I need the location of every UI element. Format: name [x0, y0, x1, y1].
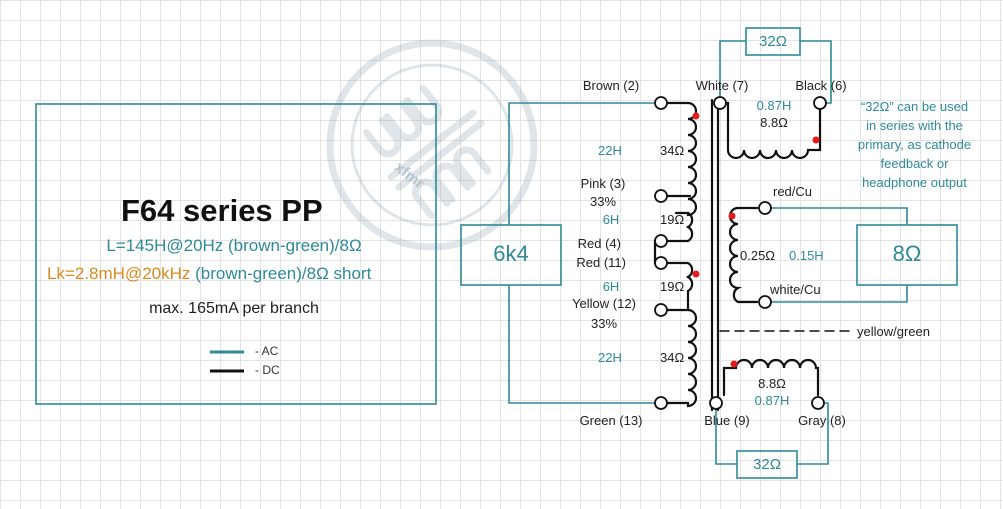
wire-whitecu-8ohm — [765, 285, 908, 303]
pin-red4 — [654, 234, 668, 248]
wire-redcu-8ohm — [765, 207, 908, 225]
pin-gray — [811, 396, 825, 410]
pin-label-red4: Red (4) — [577, 236, 621, 251]
pin-label-yellow-green: yellow/green — [857, 324, 930, 339]
winding-tap1-percent: 33% — [589, 194, 617, 209]
winding-tap1-inductance: 6H — [602, 212, 620, 227]
winding-tap2-inductance: 6H — [602, 279, 620, 294]
spec-inductance: L=145H@20Hz (brown-green)/8Ω — [106, 236, 362, 255]
spec-leakage-condition: (brown-green)/8Ω short — [190, 264, 372, 283]
winding-top-resistance: 8.8Ω — [760, 115, 788, 130]
info-box — [35, 103, 437, 405]
winding-sec-resistance: 0.25Ω — [740, 248, 776, 263]
winding-bot-resistance: 8.8Ω — [758, 376, 786, 391]
polarity-dot-top — [812, 136, 820, 144]
pin-blue — [709, 396, 723, 410]
tap1-winding — [665, 211, 694, 243]
load-6k4-box — [460, 224, 562, 286]
tap2-winding — [665, 261, 694, 312]
load-6k4-label: 6k4 — [493, 241, 529, 266]
pin-label-gray: Gray (8) — [798, 413, 846, 428]
polarity-dot-primary — [692, 112, 700, 120]
winding-sec-inductance: 0.15H — [789, 248, 824, 263]
winding-p2-inductance: 22H — [598, 350, 622, 365]
load-8ohm-label: 8Ω — [892, 241, 922, 266]
pin-label-whitecu: white/Cu — [770, 282, 821, 297]
legend-ac-label: - AC — [255, 344, 279, 358]
pin-redcu — [758, 201, 772, 215]
wire-black-32top — [800, 40, 832, 104]
pin-label-brown: Brown (2) — [582, 78, 640, 93]
winding-p2-resistance: 34Ω — [660, 350, 685, 365]
pin-label-white: White (7) — [695, 78, 749, 93]
pin-yellow — [654, 303, 668, 317]
note-line: feedback or — [880, 156, 949, 171]
pin-pink — [654, 189, 668, 203]
top-secondary-winding — [718, 101, 822, 160]
winding-tap1-resistance: 19Ω — [660, 212, 685, 227]
winding-p1-inductance: 22H — [598, 143, 622, 158]
pin-label-yellow: Yellow (12) — [572, 296, 636, 311]
pin-red11 — [654, 256, 668, 270]
polarity-dot-secondary — [728, 212, 736, 220]
legend-dc-label: - DC — [255, 363, 280, 377]
primary-winding-lower — [665, 308, 698, 408]
pin-label-black: Black (6) — [795, 78, 847, 93]
wire-blue-32bot — [715, 403, 737, 465]
winding-bot-inductance: 0.87H — [754, 393, 790, 408]
wire-white-32top — [719, 40, 746, 103]
spec-max-current: max. 165mA per branch — [149, 300, 319, 317]
note-line: primary, as cathode — [857, 137, 972, 152]
polarity-dot-bottom — [730, 360, 738, 368]
polarity-dot-tap — [692, 270, 700, 278]
spec-leakage: Lk=2.8mH@20kHz (brown-green)/8Ω short — [47, 265, 371, 282]
wire-brown-6k4 — [508, 102, 655, 225]
pin-label-blue: Blue (9) — [704, 413, 750, 428]
spec-leakage-value: Lk=2.8mH@20kHz — [47, 264, 191, 283]
pin-label-redcu: red/Cu — [773, 184, 813, 199]
winding-tap2-resistance: 19Ω — [660, 279, 685, 294]
load-32ohm-bottom-label: 32Ω — [753, 456, 781, 473]
primary-winding-upper — [665, 101, 698, 217]
bottom-secondary-winding — [722, 358, 820, 397]
pin-black — [813, 96, 827, 110]
pin-label-green: Green (13) — [579, 413, 643, 428]
winding-top-inductance: 0.87H — [756, 98, 792, 113]
note-line: “32Ω” can be used — [860, 99, 969, 114]
pin-label-pink: Pink (3) — [580, 176, 626, 191]
page-title: F64 series PP — [121, 193, 323, 228]
note-line: headphone output — [862, 175, 967, 190]
pin-label-red11: Red (11) — [576, 255, 626, 270]
note-32ohm: “32Ω” can be used in series with the pri… — [852, 97, 977, 192]
winding-tap2-percent: 33% — [590, 316, 618, 331]
pin-whitecu — [758, 295, 772, 309]
winding-p1-resistance: 34Ω — [660, 143, 685, 158]
wire-green-6k4 — [508, 285, 655, 404]
note-line: in series with the — [866, 118, 963, 133]
secondary-winding — [728, 206, 759, 304]
load-32ohm-top-label: 32Ω — [759, 33, 787, 50]
pin-white — [713, 96, 727, 110]
pin-brown — [654, 96, 668, 110]
pin-green — [654, 396, 668, 410]
